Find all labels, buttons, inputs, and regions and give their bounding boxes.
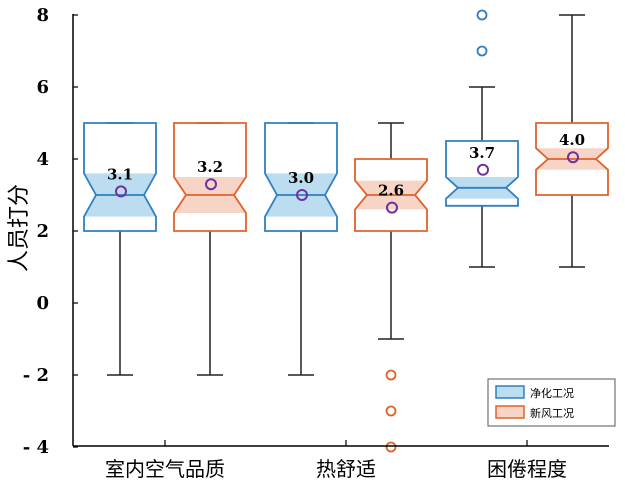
box-body xyxy=(83,122,157,232)
legend: 净化工况 新风工况 xyxy=(487,378,616,427)
box-body xyxy=(354,158,428,232)
y-tick-label: 4 xyxy=(36,149,49,170)
y-tick-label: - 4 xyxy=(23,437,49,458)
box-body xyxy=(264,122,338,232)
mean-label: 3.7 xyxy=(469,144,495,162)
y-axis-label: 人员打分 xyxy=(7,184,32,272)
mean-marker xyxy=(567,151,579,164)
outlier-point xyxy=(476,45,488,57)
outlier-point xyxy=(385,369,397,381)
mean-label: 3.1 xyxy=(107,165,133,183)
x-category-label: 室内空气品质 xyxy=(105,457,225,481)
box-body xyxy=(173,122,247,232)
mean-label: 3.2 xyxy=(197,158,223,176)
mean-marker xyxy=(205,178,217,191)
legend-swatch-purified xyxy=(495,385,525,399)
outlier-point xyxy=(476,9,488,21)
y-tick-label: 8 xyxy=(36,5,49,26)
mean-marker xyxy=(296,189,308,201)
mean-label: 3.0 xyxy=(288,169,314,187)
mean-label: 4.0 xyxy=(559,131,585,149)
x-category-label: 困倦程度 xyxy=(487,457,567,481)
mean-marker xyxy=(115,185,127,198)
legend-swatch-fresh-air xyxy=(495,405,525,419)
y-tick-label: 0 xyxy=(36,293,49,314)
outlier-point xyxy=(385,441,397,453)
box-0-0: 3.1 xyxy=(83,122,157,376)
y-tick-label: - 2 xyxy=(23,365,49,386)
legend-label-fresh-air: 新风工况 xyxy=(530,406,574,420)
box-0-2: 3.7 xyxy=(445,9,519,268)
mean-label: 2.6 xyxy=(378,182,404,200)
box-1-0: 3.2 xyxy=(173,122,247,376)
y-tick-label: 6 xyxy=(36,77,49,98)
outlier-point xyxy=(385,405,397,417)
box-body xyxy=(535,122,609,196)
x-category-label: 热舒适 xyxy=(316,457,376,481)
box-0-1: 3.0 xyxy=(264,122,338,376)
mean-marker xyxy=(477,163,489,176)
y-tick-label: 2 xyxy=(36,221,49,242)
box-1-2: 4.0 xyxy=(535,14,609,268)
box-1-1: 2.6 xyxy=(354,122,428,453)
legend-label-purified: 净化工况 xyxy=(530,386,574,400)
mean-marker xyxy=(386,201,398,214)
box-body xyxy=(445,140,519,207)
